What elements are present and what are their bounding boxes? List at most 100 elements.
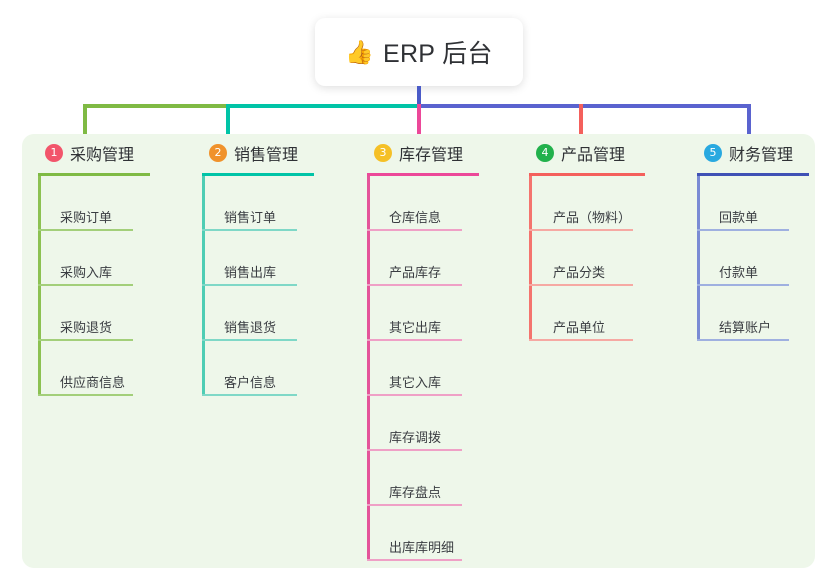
leaf-rule: [367, 559, 462, 561]
branch-column-4: 4 产品管理产品（物料） 产品分类产品单位: [529, 140, 689, 341]
drop-connector-3: [417, 104, 421, 139]
branch-title-2: 销售管理: [234, 147, 299, 164]
leaf-rule: [529, 284, 633, 286]
branch-title-3: 库存管理: [399, 147, 464, 164]
leaf-label: 库存盘点: [389, 485, 442, 500]
leaf-label: 销售出库: [224, 265, 277, 280]
bus-segment-teal: [226, 104, 419, 108]
leaf-rule: [38, 284, 133, 286]
leaf-item[interactable]: 供应商信息: [38, 341, 188, 396]
leaf-item[interactable]: 采购入库: [38, 231, 188, 286]
leaf-item[interactable]: 其它出库: [367, 286, 517, 341]
leaf-label: 销售退货: [224, 320, 277, 335]
leaf-label: 结算账户: [719, 320, 772, 335]
leaf-rule: [367, 504, 462, 506]
branch-spine-2: [202, 176, 205, 396]
thumbs-up-icon: 👍: [345, 38, 374, 65]
branch-spine-4: [529, 176, 532, 341]
branch-leaf-list-2: 销售订单销售出库销售退货客户信息: [202, 176, 352, 396]
branch-spine-5: [697, 176, 700, 341]
branch-header-1[interactable]: 1 采购管理: [38, 140, 188, 166]
leaf-item[interactable]: 产品单位: [529, 286, 689, 341]
branch-badge-4: 4: [536, 144, 554, 162]
branch-leaf-list-1: 采购订单采购入库采购退货供应商信息: [38, 176, 188, 396]
branch-column-2: 2 销售管理销售订单销售出库销售退货客户信息: [202, 140, 352, 396]
branch-title-5: 财务管理: [729, 147, 794, 164]
leaf-rule: [697, 339, 789, 341]
leaf-item[interactable]: 销售退货: [202, 286, 352, 341]
leaf-rule: [202, 284, 297, 286]
branch-header-2[interactable]: 2 销售管理: [202, 140, 352, 166]
leaf-item[interactable]: 库存盘点: [367, 451, 517, 506]
leaf-item[interactable]: 出库库明细: [367, 506, 517, 561]
root-stem-connector: [417, 86, 421, 106]
leaf-rule: [38, 394, 133, 396]
leaf-rule: [367, 284, 462, 286]
leaf-label: 回款单: [719, 210, 759, 225]
leaf-rule: [367, 449, 462, 451]
leaf-rule: [529, 229, 633, 231]
leaf-label: 产品库存: [389, 265, 442, 280]
leaf-item[interactable]: 其它入库: [367, 341, 517, 396]
leaf-item[interactable]: 销售出库: [202, 231, 352, 286]
leaf-item[interactable]: 结算账户: [697, 286, 827, 341]
bus-segment-purple: [419, 104, 751, 108]
leaf-item[interactable]: 产品分类: [529, 231, 689, 286]
leaf-item[interactable]: 销售订单: [202, 176, 352, 231]
branch-header-4[interactable]: 4 产品管理: [529, 140, 689, 166]
leaf-label: 采购订单: [60, 210, 113, 225]
leaf-label: 其它入库: [389, 375, 442, 390]
leaf-item[interactable]: 仓库信息: [367, 176, 517, 231]
diagram-panel: [22, 134, 815, 568]
leaf-item[interactable]: 客户信息: [202, 341, 352, 396]
branch-title-4: 产品管理: [561, 147, 626, 164]
branch-title-1: 采购管理: [70, 147, 135, 164]
leaf-rule: [367, 339, 462, 341]
leaf-label: 产品单位: [553, 320, 606, 335]
leaf-item[interactable]: 采购订单: [38, 176, 188, 231]
branch-badge-5: 5: [704, 144, 722, 162]
root-node-card[interactable]: 👍 ERP 后台: [315, 18, 523, 86]
leaf-rule: [367, 229, 462, 231]
branch-header-3[interactable]: 3 库存管理: [367, 140, 517, 166]
branch-badge-1: 1: [45, 144, 63, 162]
leaf-rule: [202, 339, 297, 341]
branch-header-rule-3: [367, 173, 479, 176]
leaf-rule: [202, 394, 297, 396]
branch-badge-2: 2: [209, 144, 227, 162]
branch-spine-1: [38, 176, 41, 396]
leaf-label: 销售订单: [224, 210, 277, 225]
leaf-rule: [202, 229, 297, 231]
drop-connector-1: [83, 104, 87, 139]
leaf-label: 采购入库: [60, 265, 113, 280]
leaf-rule: [38, 229, 133, 231]
leaf-item[interactable]: 付款单: [697, 231, 827, 286]
branch-header-rule-2: [202, 173, 314, 176]
branch-leaf-list-4: 产品（物料） 产品分类产品单位: [529, 176, 689, 341]
drop-connector-4: [579, 104, 583, 139]
bus-segment-green: [83, 104, 226, 108]
branch-column-1: 1 采购管理采购订单采购入库采购退货供应商信息: [38, 140, 188, 396]
branch-badge-3: 3: [374, 144, 392, 162]
leaf-item[interactable]: 回款单: [697, 176, 827, 231]
leaf-label: 库存调拨: [389, 430, 442, 445]
branch-column-3: 3 库存管理仓库信息产品库存其它出库其它入库库存调拨库存盘点出库库明细: [367, 140, 517, 561]
branch-leaf-list-3: 仓库信息产品库存其它出库其它入库库存调拨库存盘点出库库明细: [367, 176, 517, 561]
leaf-label: 出库库明细: [389, 540, 455, 555]
branch-spine-3: [367, 176, 370, 561]
leaf-item[interactable]: 产品（物料）: [529, 176, 689, 231]
branch-leaf-list-5: 回款单付款单结算账户: [697, 176, 827, 341]
branch-header-rule-4: [529, 173, 645, 176]
branch-header-rule-5: [697, 173, 809, 176]
leaf-label: 产品（物料）: [553, 210, 632, 225]
leaf-label: 付款单: [719, 265, 759, 280]
leaf-label: 产品分类: [553, 265, 606, 280]
leaf-item[interactable]: 库存调拨: [367, 396, 517, 451]
drop-connector-5: [747, 104, 751, 139]
leaf-item[interactable]: 采购退货: [38, 286, 188, 341]
leaf-item[interactable]: 产品库存: [367, 231, 517, 286]
branch-column-5: 5 财务管理回款单付款单结算账户: [697, 140, 827, 341]
leaf-label: 采购退货: [60, 320, 113, 335]
branch-header-5[interactable]: 5 财务管理: [697, 140, 827, 166]
leaf-rule: [367, 394, 462, 396]
